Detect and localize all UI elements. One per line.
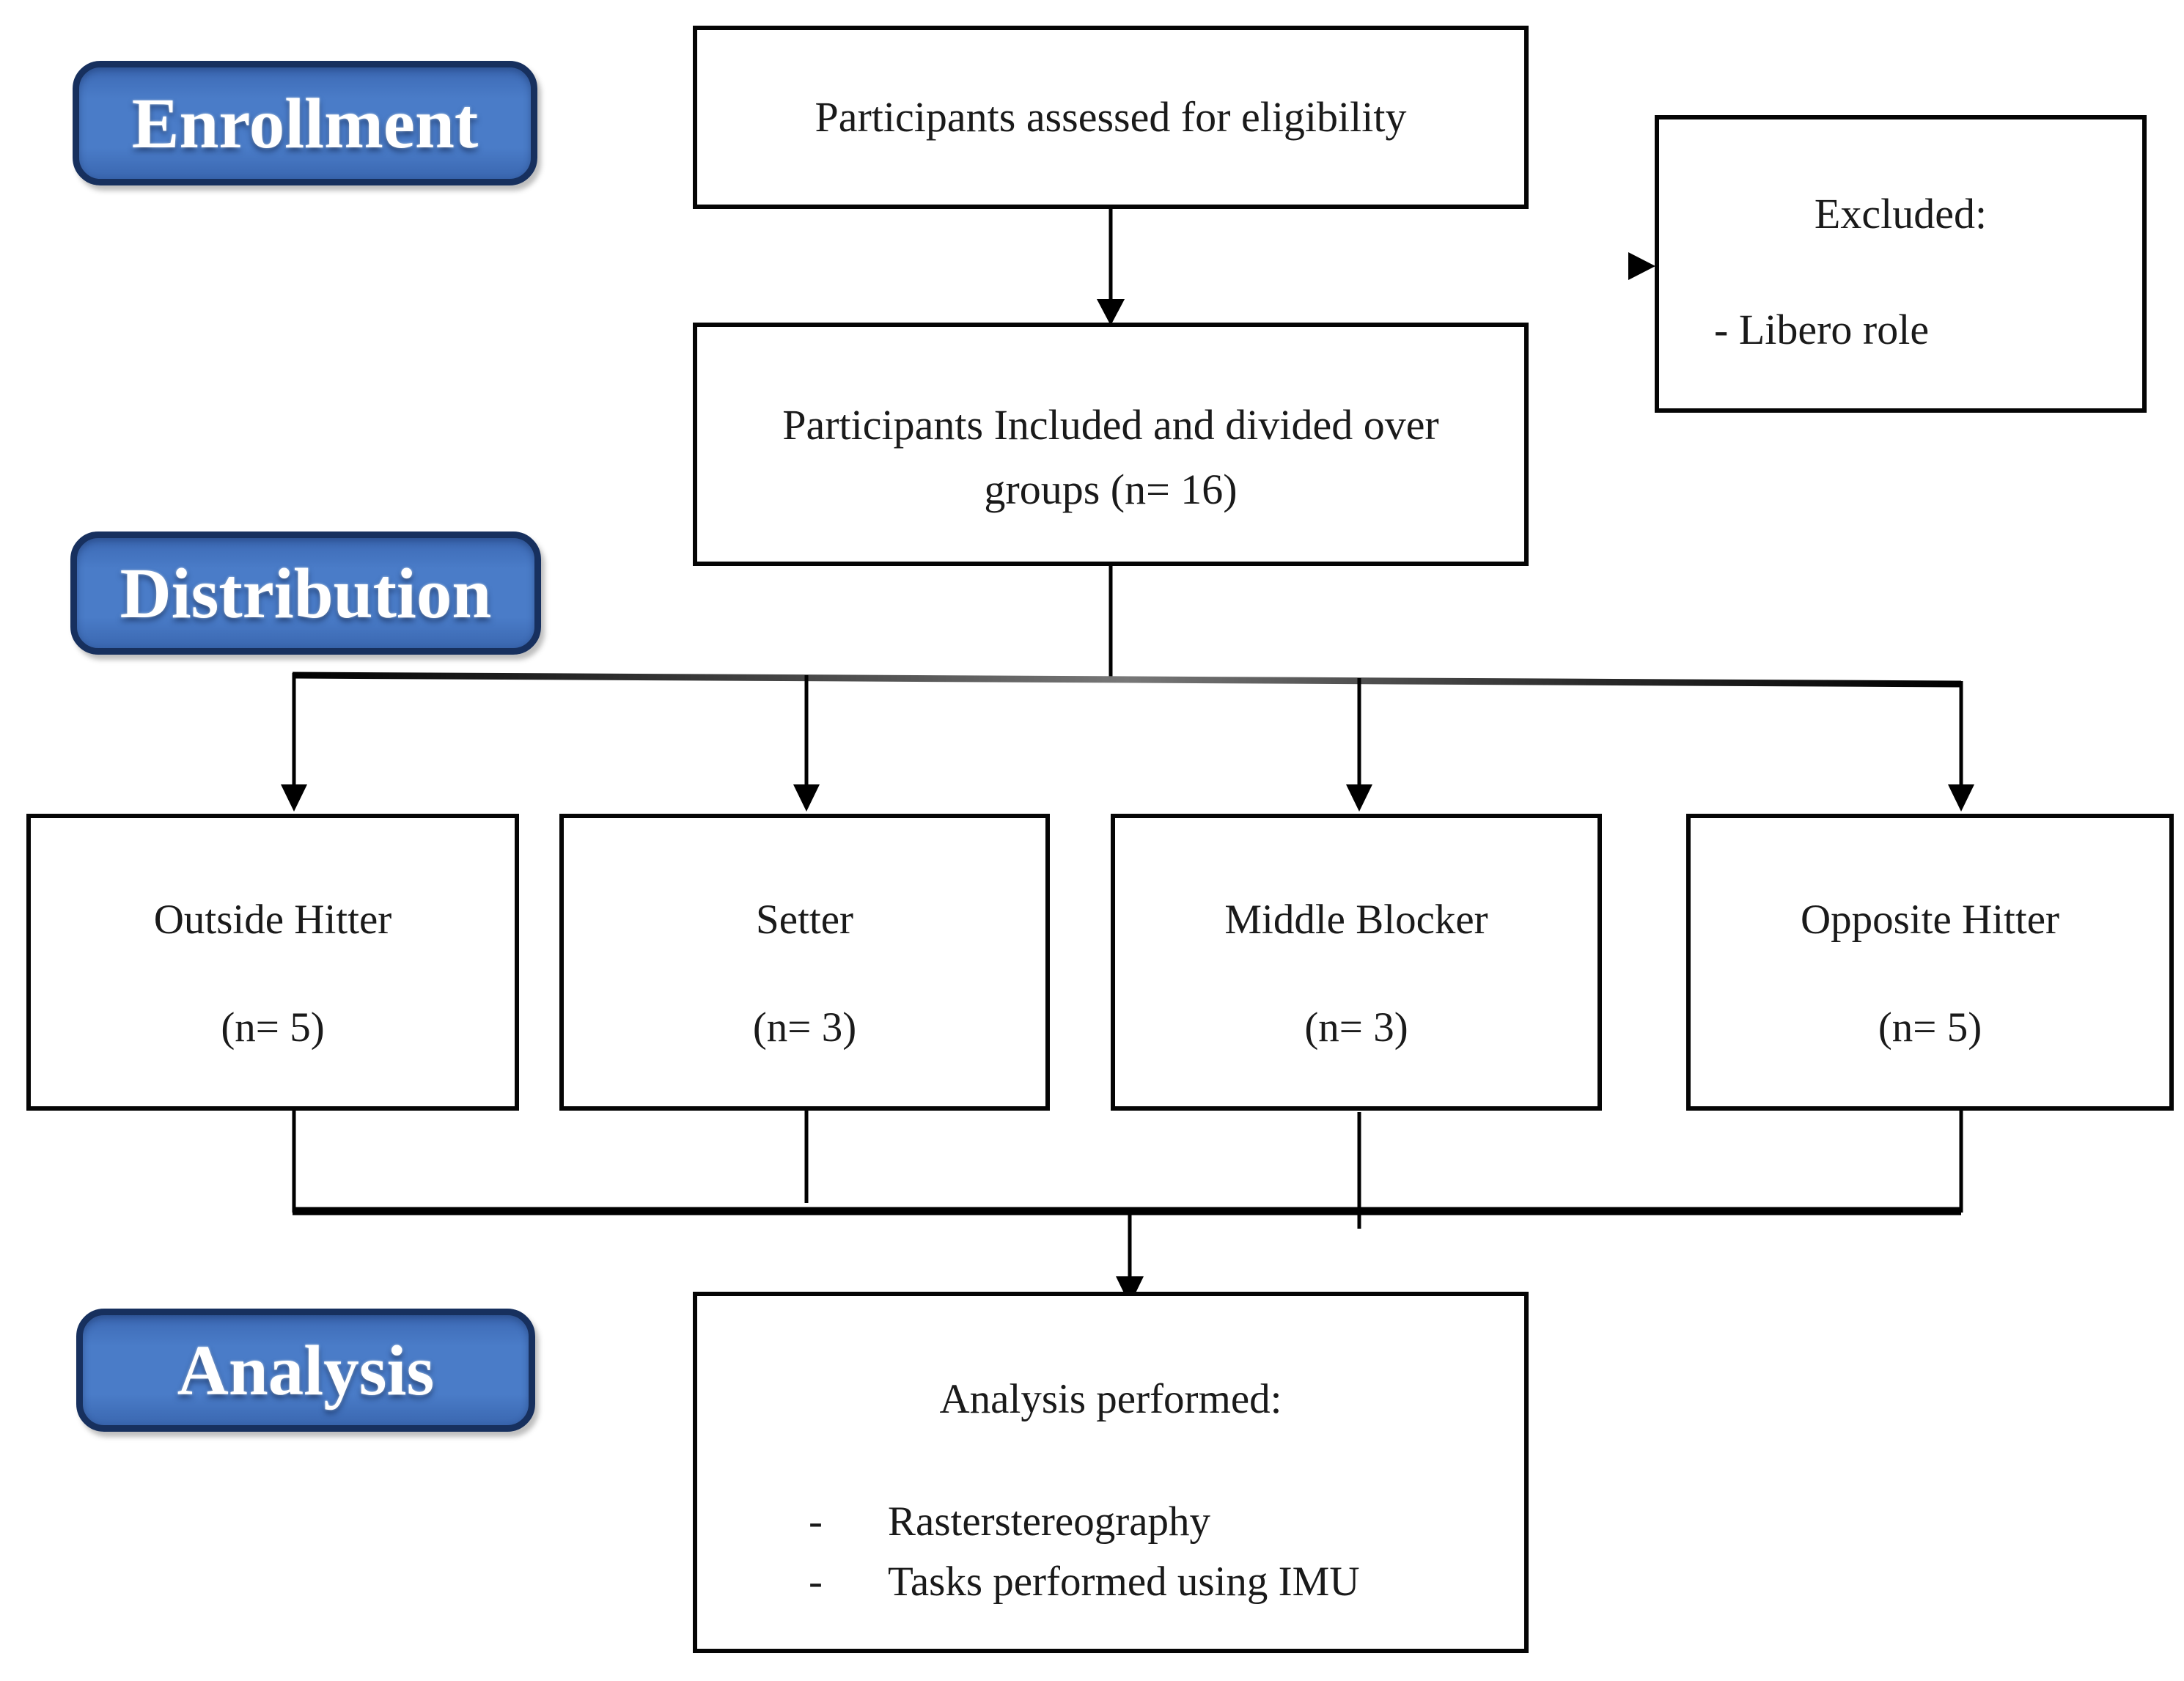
box-group-opposite-hitter: Opposite Hitter (n= 5) bbox=[1686, 814, 2174, 1111]
analysis-bullet-2: - Tasks performed using IMU bbox=[697, 1561, 1524, 1603]
arrowhead-excluded bbox=[1628, 252, 1655, 280]
included-line-2: groups (n= 16) bbox=[984, 466, 1238, 513]
box-group-middle-blocker: Middle Blocker (n= 3) bbox=[1111, 814, 1602, 1111]
arrowhead-middle-blocker bbox=[1346, 784, 1372, 812]
group-count: (n= 5) bbox=[1878, 1004, 1982, 1051]
stage-label-distribution: Distribution bbox=[70, 531, 541, 655]
analysis-bullet-1: - Rasterstereography bbox=[697, 1501, 1524, 1542]
group-title: Middle Blocker bbox=[1224, 897, 1488, 943]
bullet-dash: - bbox=[809, 1498, 823, 1545]
box-excluded: Excluded: - Libero role bbox=[1655, 115, 2147, 413]
box-group-outside-hitter: Outside Hitter (n= 5) bbox=[26, 814, 519, 1111]
excluded-title: Excluded: bbox=[1814, 190, 1988, 238]
group-count: (n= 5) bbox=[221, 1004, 325, 1051]
group-title: Opposite Hitter bbox=[1800, 897, 2060, 943]
arrowhead-setter bbox=[793, 784, 820, 812]
group-title: Setter bbox=[756, 897, 853, 943]
arrowhead-analysis bbox=[1116, 1276, 1144, 1305]
stage-label-analysis: Analysis bbox=[76, 1309, 535, 1432]
analysis-bullet-2-text: Tasks performed using IMU bbox=[888, 1559, 1360, 1605]
analysis-title: Analysis performed: bbox=[939, 1376, 1282, 1422]
box-group-setter: Setter (n= 3) bbox=[559, 814, 1050, 1111]
included-line-1: Participants Included and divided over bbox=[782, 401, 1439, 449]
arrowhead-included bbox=[1097, 299, 1125, 325]
box-participants-assessed: Participants assessed for eligibility bbox=[693, 26, 1529, 209]
group-title: Outside Hitter bbox=[153, 897, 392, 943]
distribution-rail bbox=[292, 672, 1962, 688]
analysis-bullet-1-text: Rasterstereography bbox=[888, 1498, 1210, 1545]
arrowhead-opposite-hitter bbox=[1948, 784, 1974, 812]
excluded-reason: - Libero role bbox=[1714, 306, 1930, 353]
group-count: (n= 3) bbox=[1304, 1004, 1408, 1051]
box-participants-included: Participants Included and divided over g… bbox=[693, 323, 1529, 566]
box-participants-assessed-text: Participants assessed for eligibility bbox=[815, 93, 1407, 141]
arrowhead-outside-hitter bbox=[281, 784, 307, 812]
stage-label-enrollment: Enrollment bbox=[73, 61, 537, 185]
bullet-dash: - bbox=[809, 1559, 823, 1605]
box-analysis-performed: Analysis performed: -Rasterstereography … bbox=[693, 1292, 1529, 1653]
group-count: (n= 3) bbox=[752, 1004, 857, 1051]
